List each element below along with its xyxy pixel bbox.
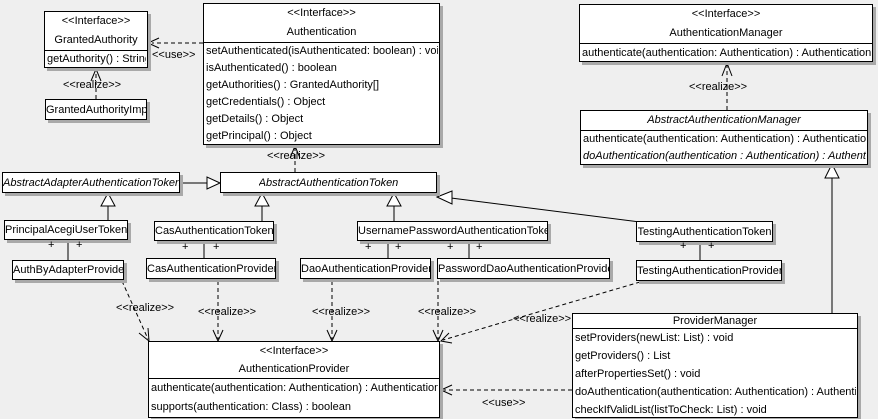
class-username-password-authentication-token[interactable]: UsernamePasswordAuthenticationToken — [357, 221, 548, 241]
class-abstract-adapter-authentication-token[interactable]: AbstractAdapterAuthenticationToken — [2, 172, 180, 193]
method: getDetails() : Object — [206, 113, 304, 125]
method: getAuthorities() : GrantedAuthority[] — [206, 79, 380, 91]
realize-label: <<realize>> — [198, 306, 257, 318]
class-name: CasAuthenticationProvider — [147, 262, 275, 275]
class-name: ProviderManager — [672, 315, 758, 327]
class-name: Authentication — [286, 26, 357, 38]
realize-label: <<realize>> — [689, 81, 748, 93]
class-password-dao-authentication-provider[interactable]: PasswordDaoAuthenticationProvider — [437, 258, 610, 279]
realize-label: <<realize>> — [63, 79, 122, 91]
class-granted-authority[interactable]: <<Interface>> GrantedAuthority getAuthor… — [44, 11, 148, 68]
method: isAuthenticated() : boolean — [206, 62, 337, 74]
multiplicity-label: + — [447, 241, 454, 253]
class-name: AbstractAuthenticationManager — [647, 114, 801, 126]
method: getProviders() : List — [575, 350, 671, 362]
class-abstract-authentication-manager[interactable]: AbstractAuthenticationManager authentica… — [580, 110, 868, 165]
multiplicity-label: + — [365, 241, 372, 253]
multiplicity-label: + — [76, 239, 83, 251]
stereotype-label: <<Interface>> — [691, 8, 761, 20]
edge-gen-principalacegi-to-abstractadapter — [100, 191, 116, 220]
multiplicity-label: + — [395, 241, 402, 253]
edge-gen-testingtoken-to-abstracttoken — [435, 190, 641, 223]
class-cas-authentication-token[interactable]: CasAuthenticationToken — [154, 221, 274, 241]
stereotype-label: <<Interface>> — [259, 345, 329, 357]
edge-gen-castoken-to-abstracttoken — [254, 191, 270, 221]
method: checkIfValidList(listToCheck: List) : vo… — [575, 404, 767, 416]
realize-label: <<realize>> — [267, 150, 326, 162]
edge-realize-testingprovider-authprovider — [442, 281, 641, 341]
edge-gen-providermanager-to-abstractmanager — [824, 162, 840, 313]
multiplicity-label: + — [476, 241, 483, 253]
class-authentication[interactable]: <<Interface>> Authentication setAuthenti… — [203, 3, 440, 145]
method: getCredentials() : Object — [206, 96, 326, 108]
class-name: TestingAuthenticationToken — [637, 225, 772, 238]
class-name: UsernamePasswordAuthenticationToken — [358, 225, 547, 237]
method: authenticate(authentication: Authenticat… — [151, 382, 438, 394]
edge-gen-usernametoken-to-abstracttoken — [386, 191, 402, 221]
class-name: PrincipalAcegiUserToken — [5, 224, 127, 236]
class-name: AuthenticationProvider — [238, 363, 350, 375]
class-principal-acegi-user-token[interactable]: PrincipalAcegiUserToken — [4, 220, 128, 240]
class-abstract-authentication-token[interactable]: AbstractAuthenticationToken — [220, 172, 437, 193]
edge-gen-abstractadapter-to-abstracttoken — [180, 176, 222, 190]
realize-label: <<realize>> — [312, 306, 371, 318]
multiplicity-label: + — [182, 241, 189, 253]
class-provider-manager[interactable]: ProviderManager setProviders(newList: Li… — [572, 313, 858, 418]
multiplicity-label: + — [680, 240, 687, 252]
class-name: GrantedAuthority — [54, 34, 138, 46]
method: afterPropertiesSet() : void — [575, 368, 701, 380]
class-name: GrantedAuthorityImpl — [46, 103, 146, 116]
class-name: TestingAuthenticationProvider — [637, 264, 781, 277]
use-label: <<use>> — [482, 397, 526, 409]
use-label: <<use>> — [152, 49, 196, 61]
realize-label: <<realize>> — [116, 302, 175, 314]
edge-realize-authbyadapter-authprovider — [121, 280, 149, 340]
multiplicity-label: + — [48, 239, 55, 251]
method: authenticate(authentication: Authenticat… — [582, 47, 871, 59]
class-name: DaoAuthenticationProvider — [301, 262, 430, 275]
stereotype-label: <<Interface>> — [287, 7, 356, 19]
class-cas-authentication-provider[interactable]: CasAuthenticationProvider — [146, 258, 276, 279]
class-name: AbstractAuthenticationToken — [258, 176, 399, 189]
method: getPrincipal() : Object — [206, 130, 312, 142]
realize-label: <<realize>> — [418, 306, 477, 318]
stereotype-label: <<Interface>> — [61, 15, 131, 27]
class-name: CasAuthenticationToken — [155, 225, 273, 237]
method: getAuthority() : String — [47, 53, 146, 65]
class-auth-by-adapter-provider[interactable]: AuthByAdapterProvider — [12, 260, 124, 280]
class-authentication-provider[interactable]: <<Interface>> AuthenticationProvider aut… — [148, 341, 440, 418]
class-dao-authentication-provider[interactable]: DaoAuthenticationProvider — [300, 258, 431, 279]
realize-label: <<realize>> — [513, 313, 572, 325]
class-name: AbstractAdapterAuthenticationToken — [3, 176, 179, 189]
method: supports(authentication: Class) : boolea… — [151, 401, 351, 413]
class-name: PasswordDaoAuthenticationProvider — [438, 262, 609, 275]
class-testing-authentication-token[interactable]: TestingAuthenticationToken — [636, 221, 773, 242]
method: doAuthentication(authentication: Authent… — [575, 386, 856, 398]
method: setProviders(newList: List) : void — [575, 332, 734, 344]
method: doAuthentication(authentication : Authen… — [583, 150, 866, 162]
multiplicity-label: + — [708, 240, 715, 252]
multiplicity-label: + — [213, 241, 220, 253]
class-authentication-manager[interactable]: <<Interface>> AuthenticationManager auth… — [579, 4, 873, 62]
method: authenticate(authentication: Authenticat… — [583, 133, 866, 145]
class-granted-authority-impl[interactable]: GrantedAuthorityImpl — [45, 99, 147, 120]
class-name: AuthenticationManager — [669, 27, 783, 39]
method: setAuthenticated(isAuthenticated: boolea… — [206, 45, 438, 57]
class-name: AuthByAdapterProvider — [13, 264, 123, 276]
class-testing-authentication-provider[interactable]: TestingAuthenticationProvider — [636, 260, 782, 281]
